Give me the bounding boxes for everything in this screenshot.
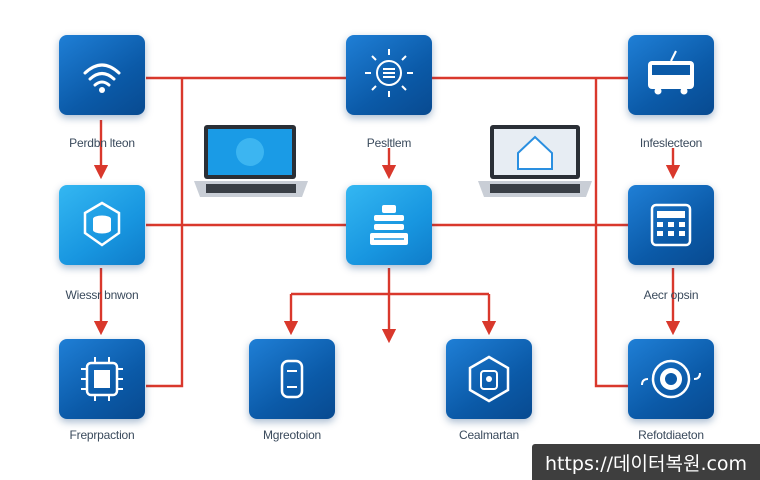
node-label-n10: Refotdiaeton [638, 428, 704, 442]
node-label-n3: Infeslecteon [639, 136, 703, 150]
shield-database-icon [83, 201, 121, 247]
node-label-n9: Cealmartan [458, 428, 520, 442]
node-n1 [59, 35, 145, 115]
hexagon-device-icon [468, 355, 510, 403]
node-n4 [59, 185, 145, 265]
line-n5-split [291, 268, 489, 296]
node-n7 [59, 339, 145, 419]
laptop-left [192, 123, 310, 208]
bus-icon [648, 50, 694, 95]
laptop-left-icon [194, 125, 308, 197]
watermark: https://데이터복원.com [532, 444, 760, 480]
brain-chip-icon [365, 49, 413, 97]
phone-icon [280, 359, 304, 399]
node-label-n2: Pesltlem [366, 136, 412, 150]
line-left-trunk [146, 78, 184, 388]
node-n10 [628, 339, 714, 419]
processor-icon [81, 357, 123, 401]
node-label-n7: Freprpaction [69, 428, 135, 442]
node-label-n6: Aecr opsin [643, 288, 699, 302]
line-right-trunk [594, 78, 628, 388]
laptop-right [476, 123, 594, 208]
node-n2 [346, 35, 432, 115]
laptop-right-icon [478, 125, 592, 197]
node-n9 [446, 339, 532, 419]
node-n5 [346, 185, 432, 265]
node-n6 [628, 185, 714, 265]
database-server-icon [370, 205, 408, 245]
keypad-icon [650, 203, 692, 247]
node-label-n8: Mgreotoion [262, 428, 322, 442]
node-label-n4: Wiessr bnwon [65, 288, 139, 302]
gauge-icon [641, 359, 701, 399]
wifi-icon [83, 63, 121, 93]
node-label-n1: Perdbn lteon [69, 136, 135, 150]
node-n3 [628, 35, 714, 115]
node-n8 [249, 339, 335, 419]
